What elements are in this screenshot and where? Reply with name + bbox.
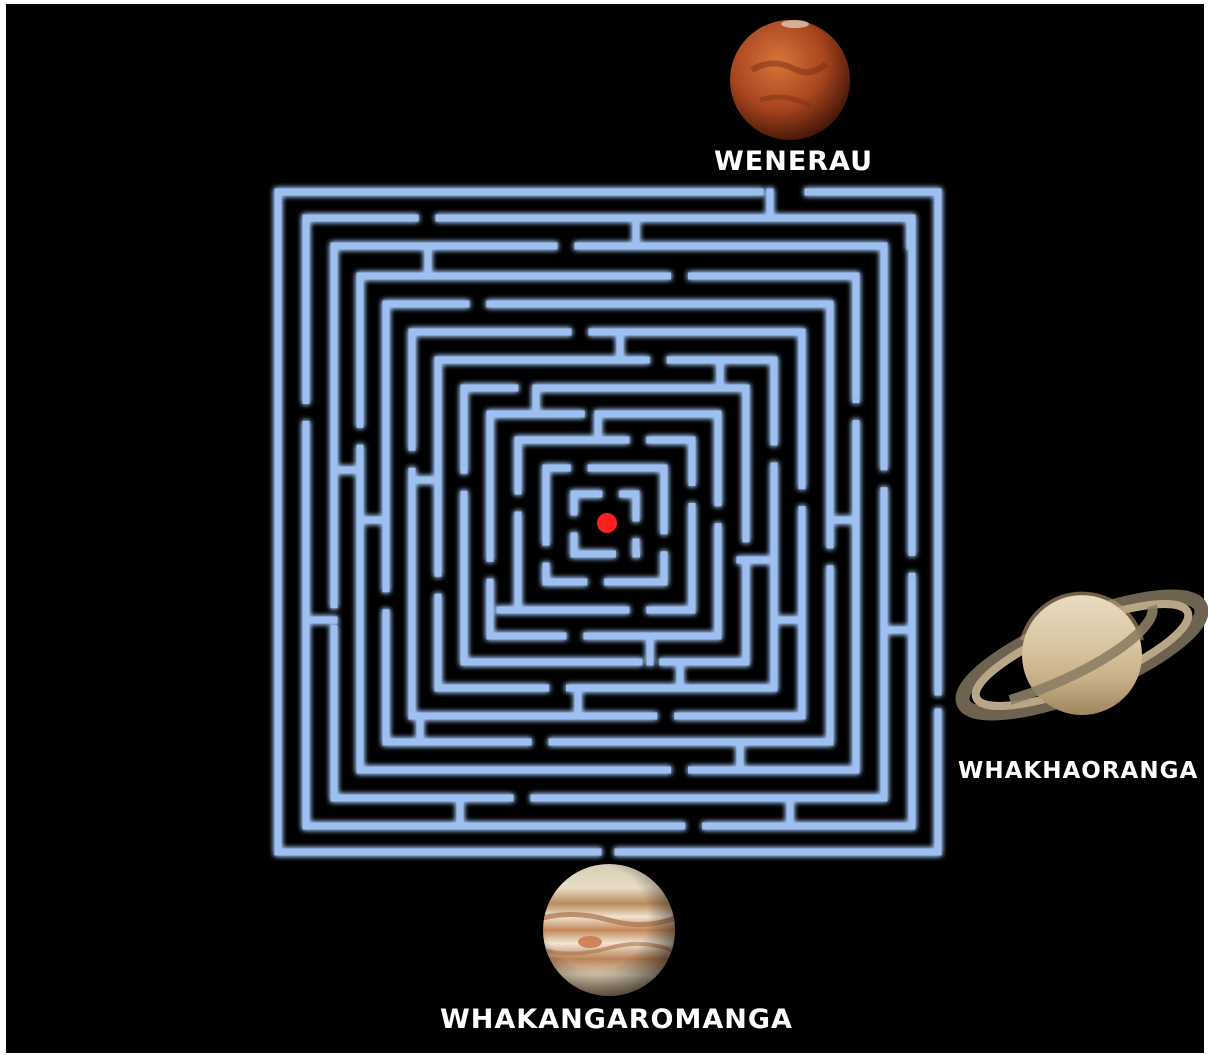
maze-wall: [490, 304, 830, 545]
saturn-label: WHAKHAORANGA: [958, 758, 1198, 784]
maze-wall: [412, 471, 654, 716]
maze-wall: [623, 494, 636, 518]
maze-wall: [608, 555, 664, 582]
maze-wall: [546, 566, 584, 582]
maze-wall: [490, 414, 581, 558]
maze-wall: [546, 468, 567, 542]
maze-wall: [574, 536, 612, 554]
maze-wall: [650, 507, 692, 611]
maze-wall: [574, 494, 599, 512]
jupiter-label: WHAKANGAROMANGA: [440, 1004, 793, 1035]
maze-wall: [386, 613, 528, 742]
goal-dot-icon: [597, 513, 617, 533]
mars-label: WENERAU: [714, 146, 873, 177]
jupiter-planet-icon: [543, 864, 675, 996]
maze-wall: [618, 712, 938, 852]
mars-planet-icon: [730, 20, 850, 140]
maze-wall: [650, 440, 692, 483]
maze-wall: [386, 304, 466, 589]
saturn-planet-icon: [950, 574, 1208, 737]
